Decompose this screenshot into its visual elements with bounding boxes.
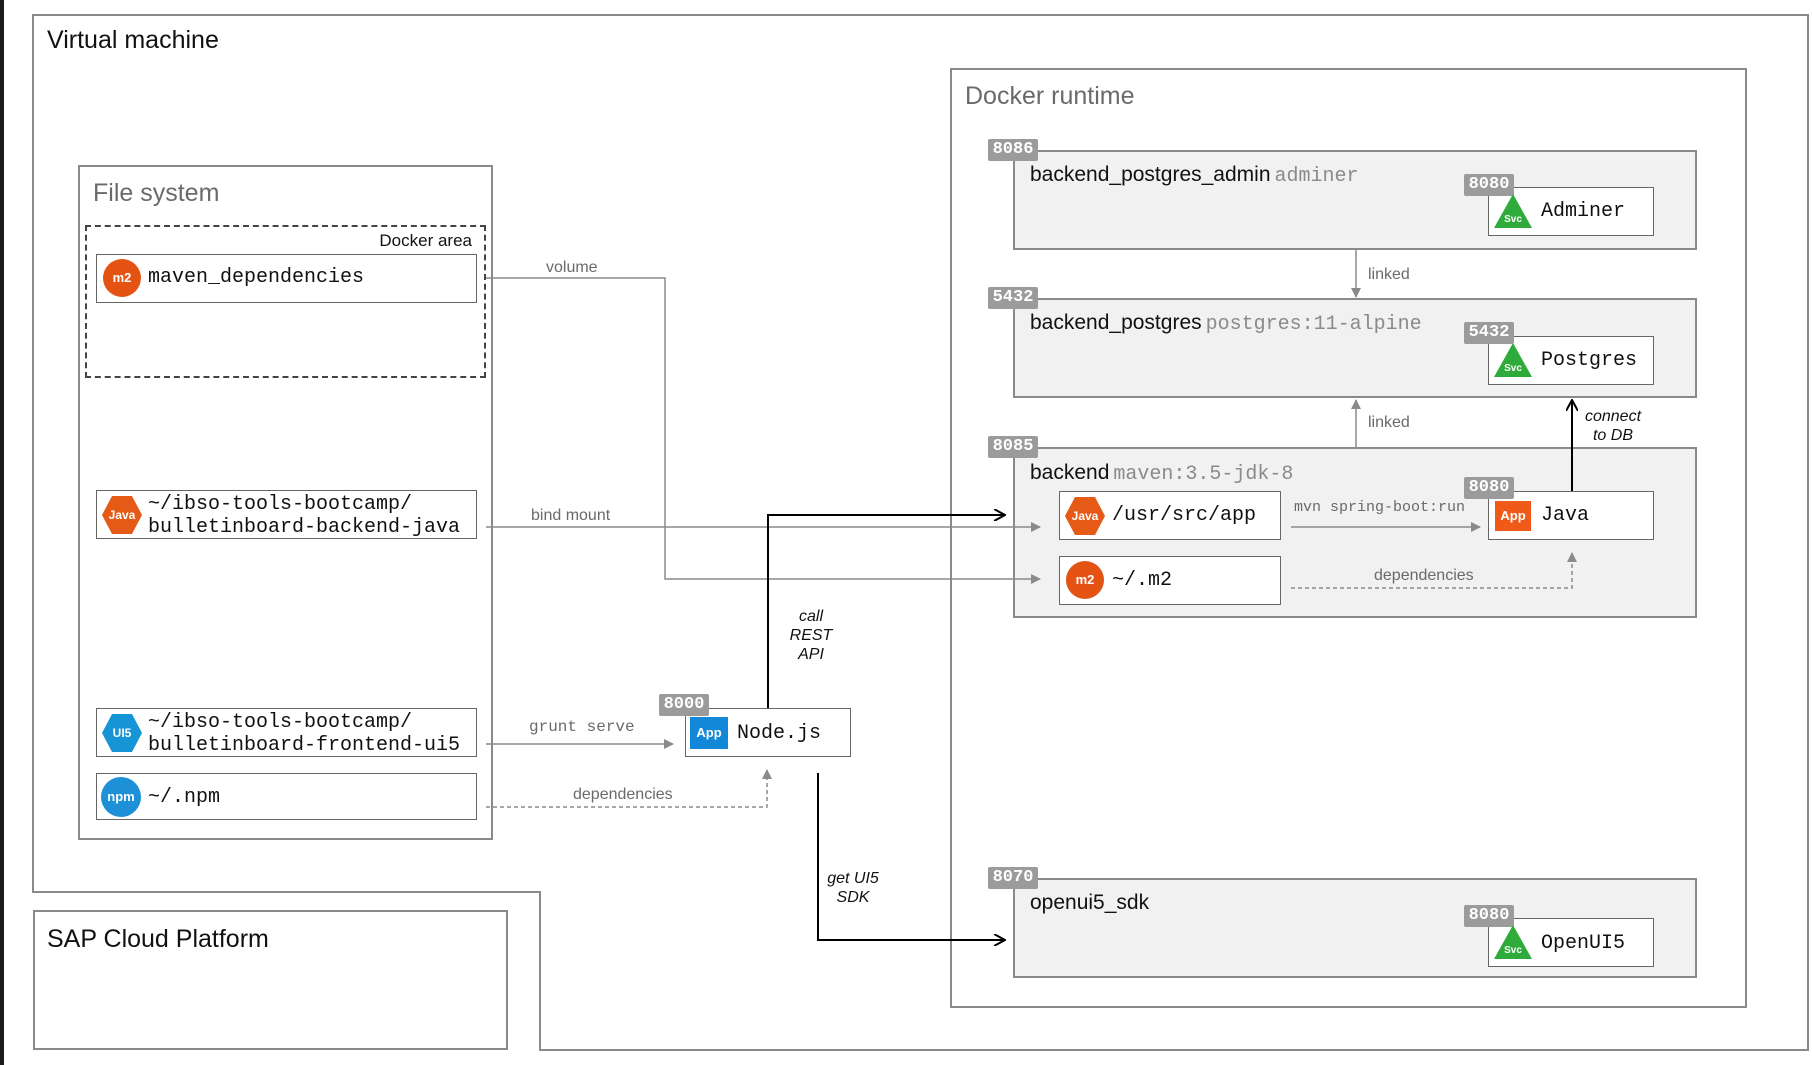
backend-java-path-line2: bulletinboard-backend-java (148, 516, 461, 539)
sap-cloud-platform-box (33, 910, 508, 1050)
java-hexagon-icon: Java (101, 495, 143, 535)
java-hexagon-icon: Java (1064, 496, 1106, 536)
linked-label-2: linked (1368, 414, 1410, 431)
openui5-service-label: OpenUI5 (1541, 932, 1626, 955)
frontend-ui5-path-line2: bulletinboard-frontend-ui5 (148, 734, 461, 757)
m2-icon: m2 (103, 259, 141, 297)
container-name: openui5_sdk (1030, 891, 1150, 914)
npm-icon: npm (101, 777, 141, 817)
backend-java-dir-item[interactable]: Java ~/ibso-tools-bootcamp/ bulletinboar… (96, 490, 477, 539)
backend-java-path-line1: ~/ibso-tools-bootcamp/ (148, 493, 413, 516)
container-name: backend (1030, 461, 1110, 484)
nodejs-app-label: Node.js (737, 722, 822, 745)
ui5-hexagon-icon: UI5 (101, 713, 143, 753)
docker-area-label: Docker area (379, 231, 472, 250)
container-image: adminer (1274, 165, 1359, 188)
app-port-badge: 8000 (659, 694, 709, 716)
app-dir-label: /usr/src/app (1112, 504, 1257, 527)
file-system-title: File system (93, 179, 220, 207)
service-port-badge: 5432 (1464, 322, 1514, 344)
container-port-badge: 8086 (988, 139, 1038, 161)
service-port-badge: 8080 (1464, 174, 1514, 196)
m2-dir-item[interactable]: m2 ~/.m2 (1059, 556, 1281, 605)
container-name: backend_postgres_admin (1030, 163, 1271, 186)
container-title: openui5_sdk (1030, 891, 1149, 915)
app-dir-item[interactable]: Java /usr/src/app (1059, 491, 1281, 540)
frontend-ui5-path-line1: ~/ibso-tools-bootcamp/ (148, 711, 413, 734)
java-app-item[interactable] (1488, 491, 1654, 540)
adminer-service-label: Adminer (1541, 200, 1626, 223)
container-image: maven:3.5-jdk-8 (1113, 463, 1294, 486)
app-port-badge: 8080 (1464, 477, 1514, 499)
npm-dependencies-label: dependencies (573, 786, 673, 803)
m2-icon: m2 (1066, 561, 1104, 599)
container-port-badge: 8085 (988, 436, 1038, 458)
mvn-run-label: mvn spring-boot:run (1294, 499, 1466, 516)
maven-dependencies-item[interactable]: m2 maven_dependencies (96, 254, 477, 303)
npm-dir-label: ~/.npm (148, 786, 221, 809)
call-api-connector (767, 515, 1005, 708)
svc-triangle-icon: Svc (1492, 923, 1534, 961)
svc-triangle-icon: Svc (1492, 192, 1534, 230)
npm-dir-item[interactable]: npm ~/.npm (96, 773, 477, 820)
npm-dependencies-connector (486, 769, 772, 808)
container-image: postgres:11-alpine (1205, 313, 1422, 336)
window-edge (0, 0, 4, 1065)
app-icon: App (1495, 501, 1531, 531)
get-sdk-connector (817, 773, 1005, 940)
container-name: backend_postgres (1030, 311, 1202, 334)
app-icon: App (690, 717, 728, 749)
m2-dependencies-connector (1291, 552, 1577, 589)
bind-mount-label: bind mount (531, 507, 611, 524)
volume-connector (486, 277, 1041, 584)
vm-title: Virtual machine (47, 26, 219, 54)
container-port-badge: 5432 (988, 287, 1038, 309)
volume-label: volume (546, 259, 598, 276)
grunt-serve-label: grunt serve (529, 718, 635, 736)
docker-runtime-title: Docker runtime (965, 82, 1135, 110)
linked-label-1: linked (1368, 266, 1410, 283)
container-port-badge: 8070 (988, 867, 1038, 889)
service-port-badge: 8080 (1464, 905, 1514, 927)
svc-triangle-icon: Svc (1492, 341, 1534, 379)
docker-area (85, 225, 486, 378)
m2-dependencies-label: dependencies (1374, 567, 1474, 584)
sap-cloud-platform-title: SAP Cloud Platform (47, 925, 269, 953)
maven-dependencies-label: maven_dependencies (148, 266, 365, 289)
m2-dir-label: ~/.m2 (1112, 569, 1173, 592)
postgres-service-label: Postgres (1541, 349, 1638, 372)
frontend-ui5-dir-item[interactable]: UI5 ~/ibso-tools-bootcamp/ bulletinboard… (96, 708, 477, 757)
java-app-label: Java (1541, 504, 1590, 527)
